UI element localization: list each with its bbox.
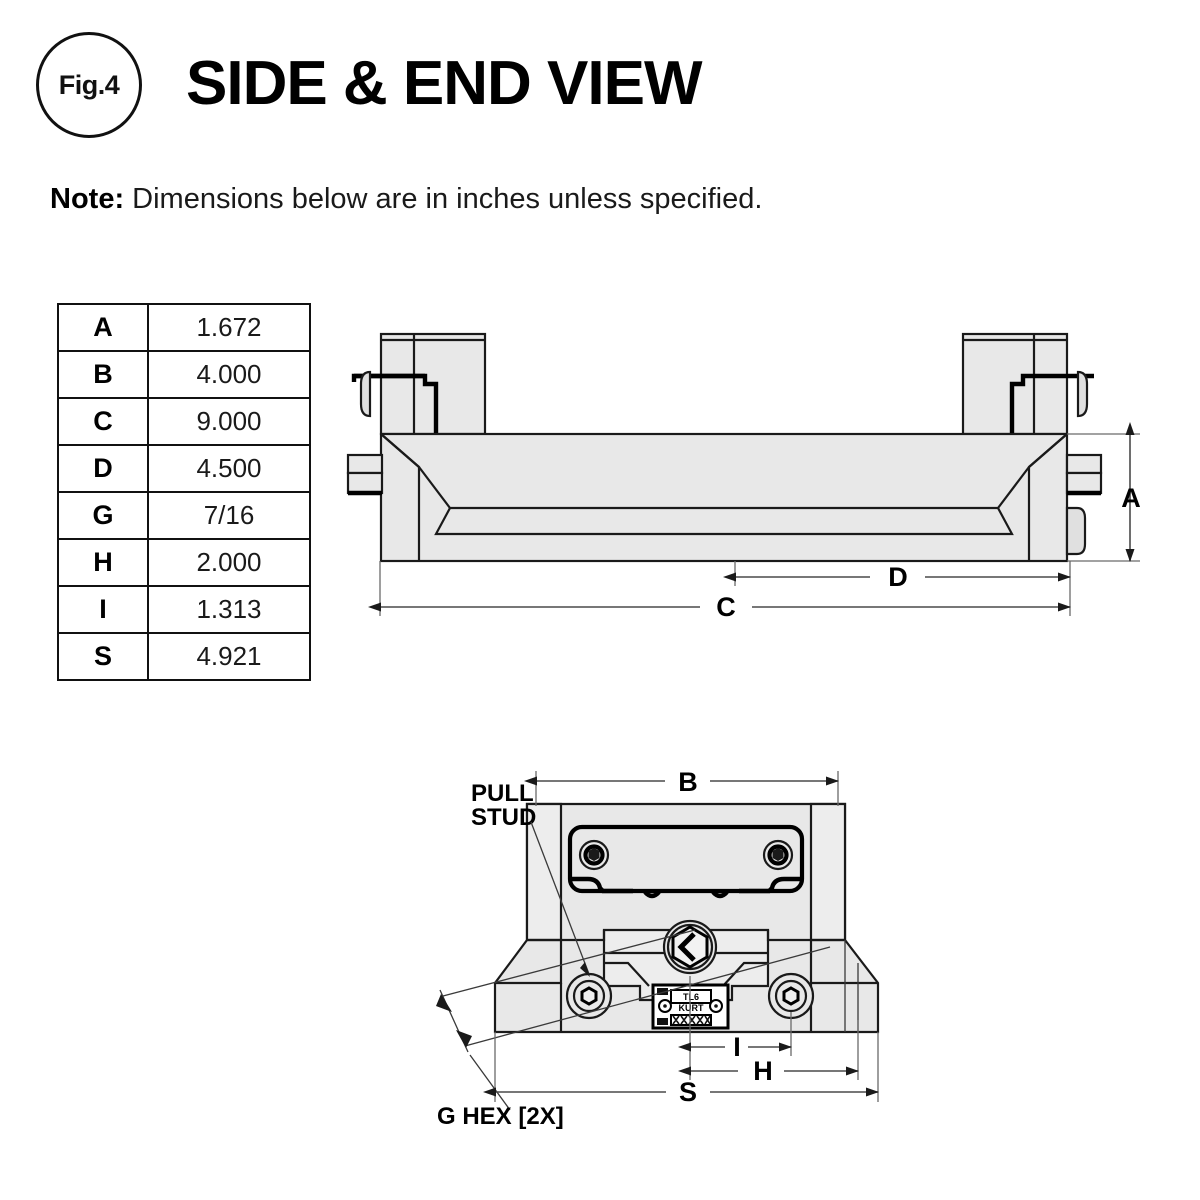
dimension-key: G [57, 491, 149, 540]
dimension-s-label: S [679, 1077, 697, 1107]
page-title: SIDE & END VIEW [186, 49, 703, 118]
side-view-base-body [379, 432, 1069, 563]
side-view-left-tab [346, 453, 384, 496]
dimension-c-label: C [716, 592, 736, 622]
end-view-top-plate [567, 824, 805, 894]
note-text: Dimensions below are in inches unless sp… [124, 183, 763, 215]
dimension-key: D [57, 444, 149, 493]
dimension-key: S [57, 632, 149, 681]
dimension-value: 2.000 [147, 538, 311, 587]
dimension-value: 9.000 [147, 397, 311, 446]
callout-pull-stud: PULL STUD [471, 780, 590, 977]
socket-screw-right [762, 839, 794, 871]
figure-badge: Fig.4 [36, 32, 142, 138]
dimension-value: 1.313 [147, 585, 311, 634]
name-plate-line2: KURT [679, 1003, 704, 1013]
dimension-b-label: B [678, 767, 698, 797]
dimension-d-label: D [888, 562, 908, 592]
dimension-key: A [57, 303, 149, 352]
barcode [670, 1014, 712, 1026]
dimension-value: 4.500 [147, 444, 311, 493]
end-view-center-housing [561, 928, 811, 1002]
page-header: Fig.4 SIDE & END VIEW [0, 0, 1200, 160]
name-plate: TL6 KURT [651, 983, 730, 1030]
dimension-d: D [723, 561, 1071, 592]
dimension-i: I [678, 976, 792, 1062]
pull-stud-label-line1: PULL [471, 780, 534, 807]
dimension-value: 4.921 [147, 632, 311, 681]
side-view-right-jaw [961, 332, 1094, 436]
dimension-key: B [57, 350, 149, 399]
g-hex-label: G HEX [2X] [437, 1103, 564, 1130]
side-view-left-jaw [351, 332, 487, 436]
side-view-right-tab [1065, 453, 1103, 496]
name-plate-line1: TL6 [683, 992, 699, 1002]
dimension-i-label: I [733, 1032, 741, 1062]
dimension-c: C [368, 561, 1071, 622]
pull-stud [662, 919, 718, 975]
dimension-value: 1.672 [147, 303, 311, 352]
dimension-a-label: A [1121, 483, 1141, 513]
g-hex-bolt-right [767, 972, 815, 1020]
socket-screw-left [578, 839, 610, 871]
dimension-key: C [57, 397, 149, 446]
end-view-body [493, 802, 880, 1034]
dimension-key: H [57, 538, 149, 587]
dimension-h-label: H [753, 1056, 773, 1086]
callout-g-hex: G HEX [2X] [436, 929, 831, 1130]
note-line: Note: Dimensions below are in inches unl… [50, 183, 762, 216]
note-label: Note: [50, 183, 125, 215]
dimension-value: 4.000 [147, 350, 311, 399]
dimension-a: A [1067, 422, 1141, 562]
dimension-key: I [57, 585, 149, 634]
dimension-b: B [524, 767, 839, 806]
end-view-recesses [643, 890, 729, 899]
g-hex-bolt-left [565, 972, 613, 1020]
dimension-value: 7/16 [147, 491, 311, 540]
dimension-h: H [678, 1020, 859, 1086]
pull-stud-label-line2: STUD [471, 804, 536, 831]
figure-badge-label: Fig.4 [58, 69, 120, 100]
side-view-right-lower-pad [1065, 506, 1087, 556]
dimension-s: S [483, 1032, 879, 1107]
